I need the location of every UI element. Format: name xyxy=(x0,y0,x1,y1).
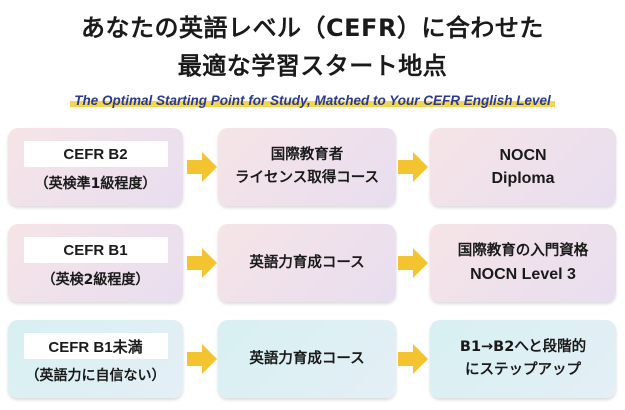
arrow-right-icon xyxy=(187,344,217,374)
arrow-right-icon xyxy=(187,248,217,278)
goal-box-stepup: B1→B2へと段階的 にステップアップ xyxy=(430,320,616,398)
goal-line2: Diploma xyxy=(491,170,555,187)
level-label: CEFR B2 xyxy=(23,141,168,167)
course-box-english-2: 英語力育成コース xyxy=(218,320,396,398)
arrow-right-icon xyxy=(398,248,428,278)
level-note: （英検準1級程度） xyxy=(34,176,157,192)
goal-box-level3: 国際教育の入門資格 NOCN Level 3 xyxy=(430,224,616,302)
course-box-english: 英語力育成コース xyxy=(218,224,396,302)
arrow-right-icon xyxy=(398,344,428,374)
page-title-line2: 最適な学習スタート地点 xyxy=(177,52,448,80)
level-note: （英語力に自信ない） xyxy=(25,368,166,384)
level-box-b1: CEFR B1 （英検2級程度） xyxy=(8,224,183,302)
english-subtitle: The Optimal Starting Point for Study, Ma… xyxy=(70,93,555,108)
level-note: （英検2級程度） xyxy=(41,272,150,288)
level-box-below-b1: CEFR B1未満 （英語力に自信ない） xyxy=(8,320,183,398)
course-line1: 英語力育成コース xyxy=(249,254,365,271)
goal-line2: NOCN Level 3 xyxy=(470,266,576,283)
goal-line1: B1→B2へと段階的 xyxy=(459,339,587,355)
level-label: CEFR B1未満 xyxy=(23,333,168,359)
goal-box-diploma: NOCN Diploma xyxy=(430,128,616,206)
goal-line1: NOCN xyxy=(499,147,547,164)
level-label: CEFR B1 xyxy=(23,237,168,263)
course-line1: 英語力育成コース xyxy=(249,350,365,367)
arrow-right-icon xyxy=(187,152,217,182)
goal-line1: 国際教育の入門資格 xyxy=(457,243,589,259)
goal-line2: にステップアップ xyxy=(465,362,581,378)
page-title-line1: あなたの英語レベル（CEFR）に合わせた xyxy=(81,14,544,42)
subtitle-container: The Optimal Starting Point for Study, Ma… xyxy=(0,90,625,109)
course-line2: ライセンス取得コース xyxy=(235,170,379,186)
course-line1: 国際教育者 xyxy=(270,147,344,163)
arrow-right-icon xyxy=(398,152,428,182)
course-box-license: 国際教育者 ライセンス取得コース xyxy=(218,128,396,206)
level-box-b2: CEFR B2 （英検準1級程度） xyxy=(8,128,183,206)
